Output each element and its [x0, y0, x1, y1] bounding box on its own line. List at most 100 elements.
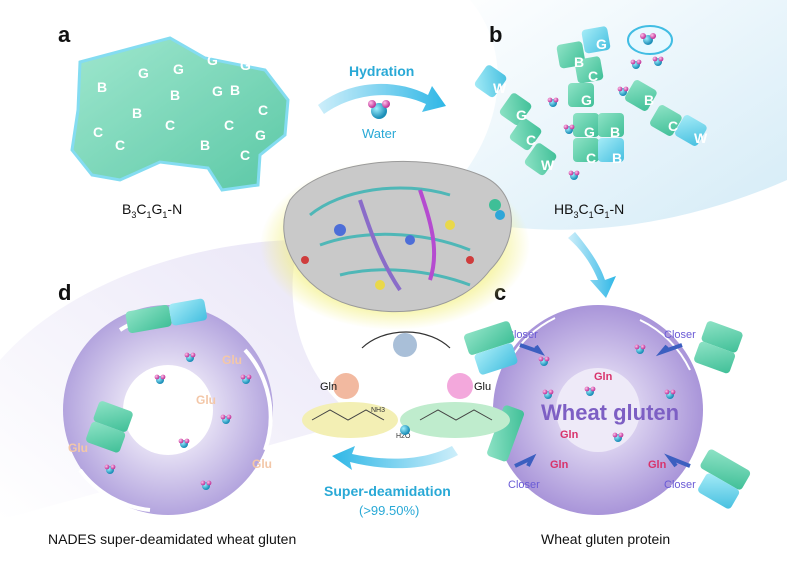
tile-letter-b: W	[493, 80, 507, 96]
hydration-label: Hydration	[349, 63, 414, 79]
water-molecule-icon	[568, 170, 580, 180]
gln-label-2: Gln	[560, 429, 579, 441]
water-label: Water	[362, 126, 397, 141]
tile-letter-a: G	[240, 57, 251, 73]
super-deamidation-arrow: Super-deamidation (>99.50%)	[324, 446, 458, 518]
tile-letter-a: G	[138, 65, 149, 81]
puzzle-tile-b	[625, 80, 657, 111]
water-molecule-icon	[240, 374, 252, 384]
tile-letter-a: C	[93, 124, 103, 140]
tiles-c	[464, 321, 751, 509]
tile-letter-b: W	[541, 157, 555, 173]
tile-letter-b: G	[584, 124, 595, 140]
water-molecule-icon	[664, 389, 676, 399]
tile-letter-b: C	[526, 132, 536, 148]
water-molecule-icon	[584, 386, 596, 396]
glu-label-3: Glu	[68, 441, 88, 455]
hydration-arrow: Hydration Water	[318, 63, 446, 141]
super-deamidation-label: Super-deamidation	[324, 483, 451, 499]
closer-label-2: Closer	[664, 329, 696, 341]
gln-label-4: Gln	[648, 459, 667, 471]
panel-letter-b: b	[489, 22, 502, 47]
puzzle-tile-b	[524, 143, 557, 176]
tile-letter-b: G	[596, 36, 607, 52]
closer-group: Closer Closer Closer Closer	[506, 329, 696, 491]
puzzle-tile-b	[573, 113, 599, 137]
tile-letter-b: C	[586, 150, 596, 166]
water-molecule-icon	[184, 352, 196, 362]
water-molecule-icon	[563, 124, 575, 134]
tile-letter-b: B	[610, 124, 620, 140]
tile-letter-b: B	[644, 92, 654, 108]
deamidation-mechanism: Gln Glu NH3 H2O	[302, 331, 510, 440]
super-deamidation-value: (>99.50%)	[359, 503, 419, 518]
tile-letter-a: B	[170, 87, 180, 103]
protein-structure	[260, 160, 530, 330]
caption-d: NADES super-deamidated wheat gluten	[48, 531, 296, 547]
mechanism-glu: Glu	[474, 381, 491, 393]
tile-letter-a: B	[200, 137, 210, 153]
mechanism-gln: Gln	[320, 381, 337, 393]
puzzle-tile-b	[581, 26, 611, 54]
tile-letter-b: W	[694, 130, 708, 146]
tile-letter-a: G	[173, 61, 184, 77]
transition-arrow-b-to-c	[568, 232, 616, 298]
tile-letter-b: C	[588, 68, 598, 84]
tile-letter-a: B	[230, 82, 240, 98]
water-molecules	[104, 56, 676, 490]
tile-letter-a: C	[240, 147, 250, 163]
glu-label-4: Glu	[252, 457, 272, 471]
closer-label-4: Closer	[664, 479, 696, 491]
puzzle-tile-b	[574, 56, 604, 84]
caption-a: B3C1G1-N	[122, 201, 182, 220]
puzzle-tile-b	[499, 93, 532, 126]
tile-letter-b: B	[612, 150, 622, 166]
puzzle-tile-b	[650, 105, 682, 136]
water-molecule-icon	[542, 389, 554, 399]
water-molecule-icon	[617, 86, 629, 96]
puzzle-tile-b	[509, 118, 542, 151]
puzzle-tile-b	[598, 113, 624, 137]
water-molecule-icon	[634, 344, 646, 354]
mechanism-h2o: H2O	[396, 433, 411, 440]
tile-letter-b: B	[574, 54, 584, 70]
tile-letter-b: G	[581, 92, 592, 108]
tile-letter-a: B	[132, 105, 142, 121]
caption-c: Wheat gluten protein	[541, 531, 670, 547]
glu-label-2: Glu	[196, 393, 216, 407]
tile-letter-b: G	[516, 107, 527, 123]
water-molecule-icon	[220, 414, 232, 424]
tile-letter-a: C	[258, 102, 268, 118]
gln-label-3: Gln	[550, 459, 569, 471]
deamidated-ring: Glu Glu Glu Glu	[63, 305, 273, 515]
tiles-d	[86, 298, 207, 453]
tile-letter-a: G	[212, 83, 223, 99]
puzzle-tile-b	[675, 115, 707, 146]
tile-letter-a: C	[115, 137, 125, 153]
tile-letter-a: C	[224, 117, 234, 133]
puzzle-tile-b	[474, 65, 507, 98]
water-molecule-icon	[630, 59, 642, 69]
mechanism-nh3: NH3	[371, 407, 385, 414]
tile-letter-a: C	[165, 117, 175, 133]
water-molecule-icon	[200, 480, 212, 490]
zoom-bubble-water	[627, 25, 673, 55]
water-molecule-icon	[178, 438, 190, 448]
closer-label-3: Closer	[508, 479, 540, 491]
water-molecule-icon	[652, 56, 664, 66]
puzzle-tile-b	[573, 138, 599, 162]
tile-letter-a: G	[207, 52, 218, 68]
gln-label-1: Gln	[594, 371, 613, 383]
panel-letter-a: a	[58, 22, 71, 47]
puzzle-tile-b	[568, 83, 594, 107]
water-molecule-icon	[104, 464, 116, 474]
puzzle-tile-b	[598, 138, 624, 162]
wheat-gluten-label: Wheat gluten	[541, 400, 679, 425]
panel-letter-d: d	[58, 280, 71, 305]
tile-letter-a: B	[97, 79, 107, 95]
water-molecule-icon	[368, 100, 390, 119]
